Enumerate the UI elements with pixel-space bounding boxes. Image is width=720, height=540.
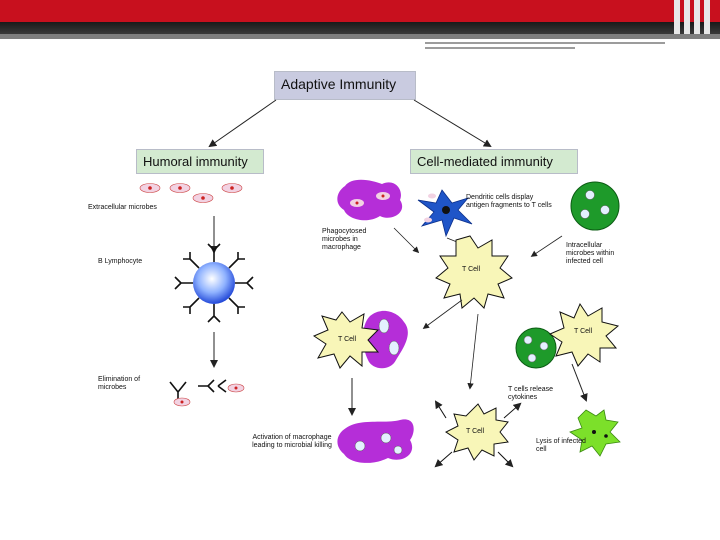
infected-cell-top [570,181,620,231]
arrow-macrophage-to-tcell [393,227,420,254]
label-extracellular: Extracellular microbes [88,204,157,211]
macrophage-activated [337,419,414,463]
label-phagocytosed: Phagocytosed microbes in macrophage [322,228,367,251]
label-activation: Activation of macrophage leading to micr… [252,434,332,449]
t-cell-right [548,302,620,367]
t-cell-central [435,235,513,309]
cell-mediated-box: Cell-mediated immunity [410,149,578,174]
t-cell-right-label: T Cell [574,328,593,335]
label-elimination: Elimination of microbes [98,376,141,391]
header-strip [0,34,720,39]
label-lysis: Lysis of infected cell [536,438,586,453]
humoral-box: Humoral immunity [136,149,264,174]
label-dendritic: Dendritic cells display antigen fragment… [466,194,552,209]
title-box: Adaptive Immunity [274,71,416,100]
label-b-lymphocyte: B Lymphocyte [98,258,143,265]
arrow-to-cell-mediated [413,99,492,148]
arrow-to-lysis [571,363,588,402]
arrow-to-humoral [208,99,277,148]
header-rule-short [425,47,575,49]
t-cell-central-label: T Cell [462,266,481,273]
arrow-tcell-to-cytokines [467,313,479,390]
arrow-tcell-to-macrophage [422,299,463,329]
cytokine-arrows [434,400,522,468]
b-lymphocyte-cell [174,243,254,323]
label-t-cells-release: T cells release cytokines [508,386,554,401]
t-cell-left [312,311,380,369]
header-dark-bar [0,22,720,34]
t-cell-left-label: T Cell [338,336,357,343]
t-cell-bottom [445,403,509,461]
header-deco [670,0,720,34]
t-cell-bottom-label: T Cell [466,428,485,435]
header-red-bar [0,0,720,22]
label-intracellular: Intracellular microbes within infected c… [566,242,615,265]
header-rule [425,42,665,44]
arrow-infected-to-tcell [530,235,563,257]
extracellular-microbes [139,183,243,203]
macrophage-top [337,179,403,221]
